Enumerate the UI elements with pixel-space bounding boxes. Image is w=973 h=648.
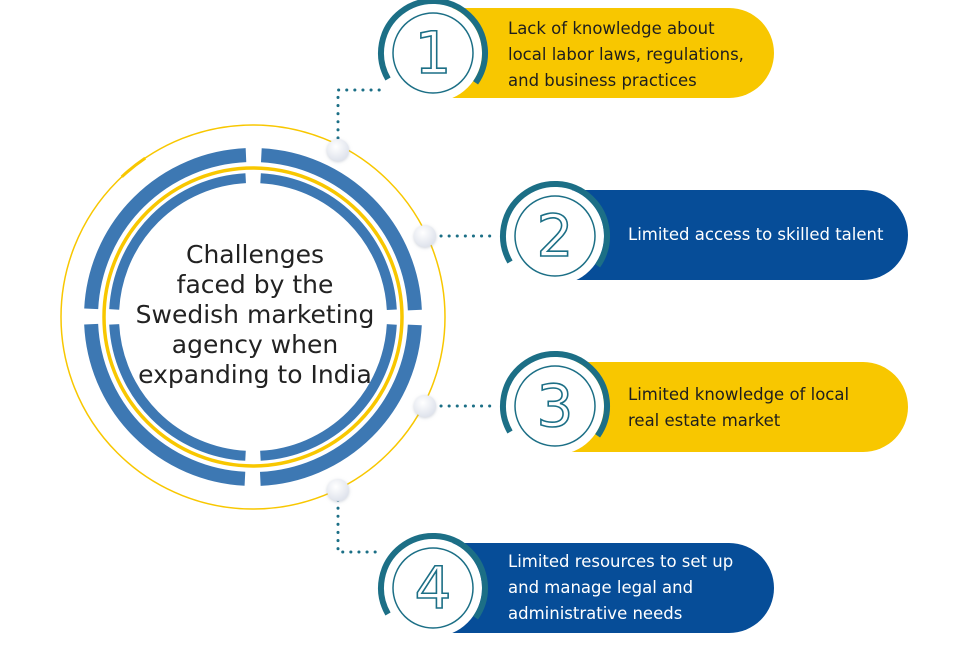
center-title-line: expanding to India — [138, 360, 372, 389]
center-title-line: Swedish marketing — [135, 300, 375, 329]
item-4-line: Limited resources to set up — [508, 552, 734, 571]
number-badge-1: 1 — [378, 0, 488, 102]
item-1-text: Lack of knowledge about local labor laws… — [508, 16, 744, 94]
item-pills — [430, 8, 908, 633]
item-3-line: real estate market — [628, 411, 781, 430]
item-3-text: Limited knowledge of local real estate m… — [628, 382, 849, 434]
badge-outer-arc — [378, 533, 488, 620]
number-badge-4: 4 — [378, 533, 488, 637]
connectors — [336, 88, 498, 554]
badge-number: 1 — [415, 19, 452, 87]
item-2-line: Limited access to skilled talent — [628, 225, 884, 244]
pill-4 — [430, 543, 774, 633]
badge-inner-ring — [392, 547, 474, 629]
orbit-node-1 — [327, 139, 349, 161]
center-title: Challenges faced by the Swedish marketin… — [110, 240, 400, 390]
pill-1 — [430, 8, 774, 98]
badge-inner-ring — [514, 365, 596, 447]
outer-orbit — [59, 123, 447, 511]
badge-number: 3 — [537, 372, 574, 440]
center-title-line: agency when — [171, 330, 339, 359]
item-1-line: and business practices — [508, 71, 697, 90]
badge-outer-arc — [500, 181, 610, 268]
item-4-text: Limited resources to set up and manage l… — [508, 549, 733, 627]
number-badge-2: 2 — [500, 181, 610, 285]
badge-inner-ring — [392, 12, 474, 94]
orbit-node-3 — [414, 395, 436, 417]
item-1-line: local labor laws, regulations, — [508, 45, 744, 64]
item-2-text: Limited access to skilled talent — [628, 222, 883, 248]
badge-outer-arc — [378, 0, 488, 85]
central-ring — [84, 148, 422, 486]
item-4-line: and manage legal and — [508, 578, 694, 597]
orbit-node-2 — [414, 225, 436, 247]
item-1-line: Lack of knowledge about — [508, 19, 715, 38]
center-title-line: Challenges — [185, 240, 324, 269]
item-3-line: Limited knowledge of local — [628, 385, 850, 404]
badge-number: 2 — [537, 202, 574, 270]
orbit-nodes — [327, 139, 436, 501]
connector-1 — [336, 88, 382, 140]
orbit-node-4 — [327, 479, 349, 501]
number-badges: 1 2 3 4 — [378, 0, 610, 637]
pill-2 — [552, 190, 908, 280]
pill-3 — [552, 362, 908, 452]
center-title-line: faced by the — [176, 270, 334, 299]
badge-inner-ring — [514, 195, 596, 277]
item-4-line: administrative needs — [508, 604, 683, 623]
number-badge-3: 3 — [500, 351, 610, 455]
connector-4 — [336, 498, 382, 554]
badge-outer-arc — [500, 351, 610, 438]
badge-number: 4 — [415, 554, 452, 622]
